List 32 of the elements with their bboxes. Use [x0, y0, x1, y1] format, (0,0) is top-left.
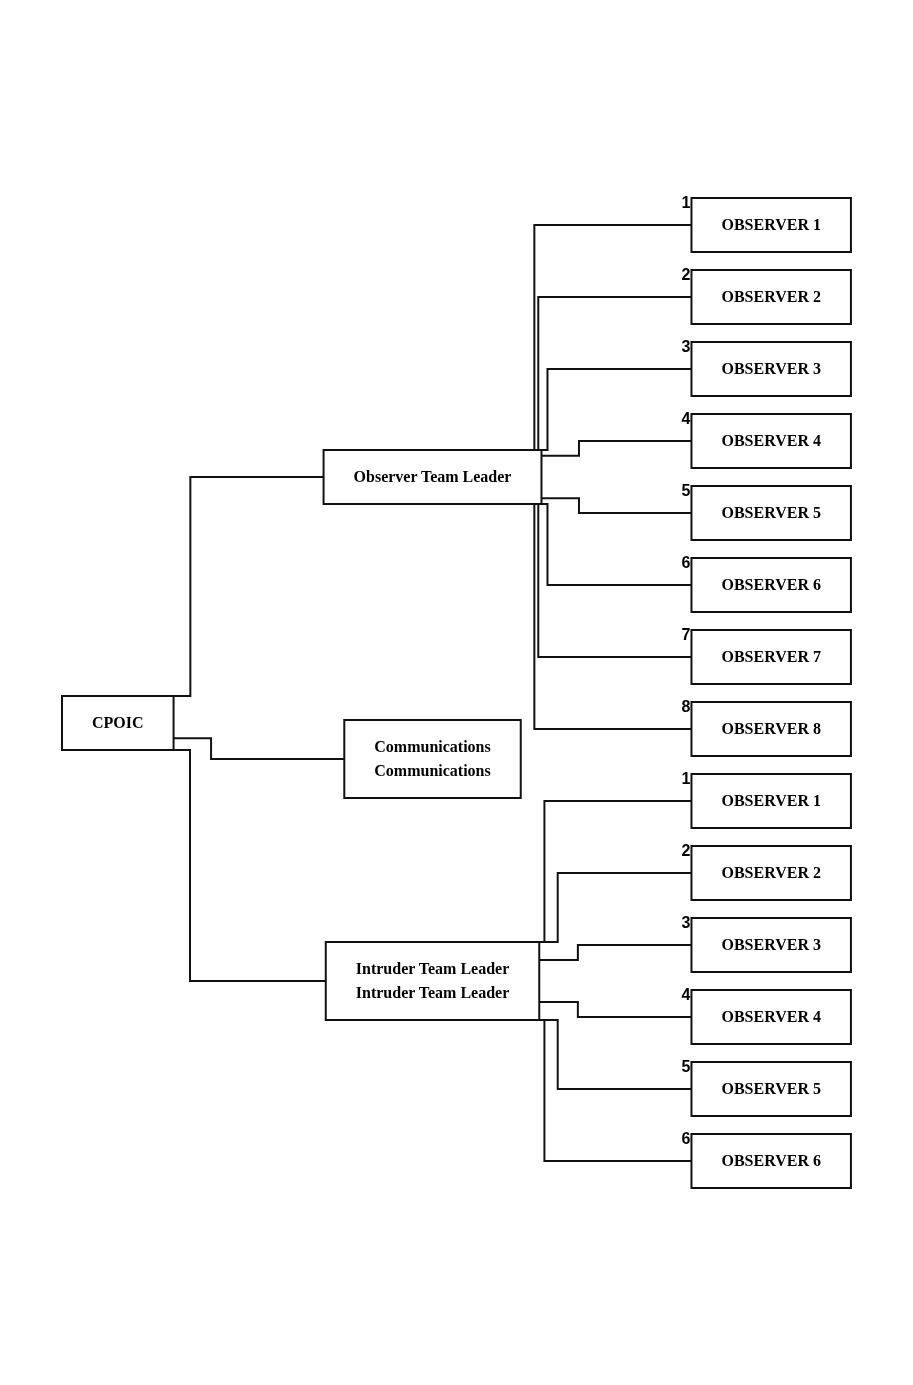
- node-box: OBSERVER 1: [690, 196, 852, 253]
- node-box: OBSERVER 5: [690, 484, 852, 541]
- node-label: 3: [681, 913, 691, 931]
- node-label: 6: [681, 553, 691, 571]
- node-label: 1: [681, 769, 691, 787]
- node-box: OBSERVER 3: [690, 340, 852, 397]
- node-label: 5: [681, 1057, 691, 1075]
- node-box: OBSERVER 5: [690, 1060, 852, 1117]
- node-box: OBSERVER 6: [690, 556, 852, 613]
- node-box: OBSERVER 4: [690, 988, 852, 1045]
- node-box: CPOIC: [61, 694, 175, 751]
- node-box: Communications Communications: [343, 718, 522, 799]
- node-label: 4: [681, 985, 691, 1003]
- node-label: 5: [681, 481, 691, 499]
- node-label: 6: [681, 1129, 691, 1147]
- node-box: OBSERVER 2: [690, 844, 852, 901]
- node-box: OBSERVER 6: [690, 1132, 852, 1189]
- node-box: Observer Team Leader: [322, 448, 543, 505]
- node-box: OBSERVER 8: [690, 700, 852, 757]
- node-box: OBSERVER 2: [690, 268, 852, 325]
- node-label: 8: [681, 697, 691, 715]
- node-box: OBSERVER 4: [690, 412, 852, 469]
- node-box: OBSERVER 7: [690, 628, 852, 685]
- node-box: OBSERVER 1: [690, 772, 852, 829]
- node-box: Intruder Team Leader Intruder Team Leader: [324, 940, 541, 1021]
- node-label: 3: [681, 337, 691, 355]
- node-label: 2: [681, 265, 691, 283]
- node-label: 1: [681, 193, 691, 211]
- node-label: 2: [681, 841, 691, 859]
- node-label: 7: [681, 625, 691, 643]
- node-box: OBSERVER 3: [690, 916, 852, 973]
- node-label: 4: [681, 409, 691, 427]
